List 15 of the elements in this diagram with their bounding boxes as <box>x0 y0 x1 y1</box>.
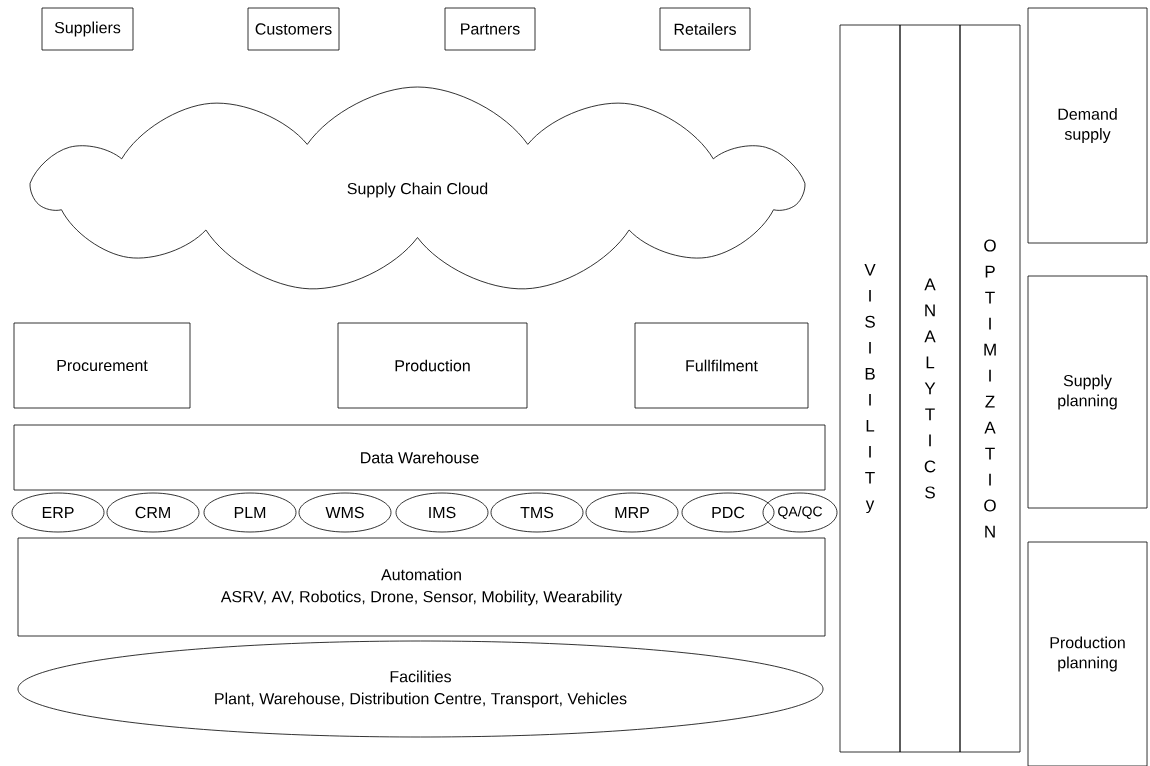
process-box: Procurement <box>13 322 191 409</box>
process-box: Production <box>337 322 528 409</box>
analytics-column: A N A L Y T I C S <box>899 24 961 753</box>
stakeholder-box: Partners <box>444 7 536 51</box>
stakeholder-box: Customers <box>247 7 340 51</box>
data-warehouse-bar: Data Warehouse <box>13 424 826 491</box>
planning-box: Demand supply <box>1027 7 1148 244</box>
planning-box: Production planning <box>1027 541 1148 766</box>
stakeholder-box: Retailers <box>659 7 751 51</box>
stakeholder-box: Suppliers <box>41 7 134 51</box>
planning-box: Supply planning <box>1027 275 1148 509</box>
visibility-column: V I S I B I L I T y <box>839 24 901 753</box>
automation-bar: Automation ASRV, AV, Robotics, Drone, Sensor, Mobility, Wearability <box>17 537 826 637</box>
optimization-column: O P T I M I Z A T I O N <box>959 24 1021 753</box>
process-box: Fullfilment <box>634 322 809 409</box>
